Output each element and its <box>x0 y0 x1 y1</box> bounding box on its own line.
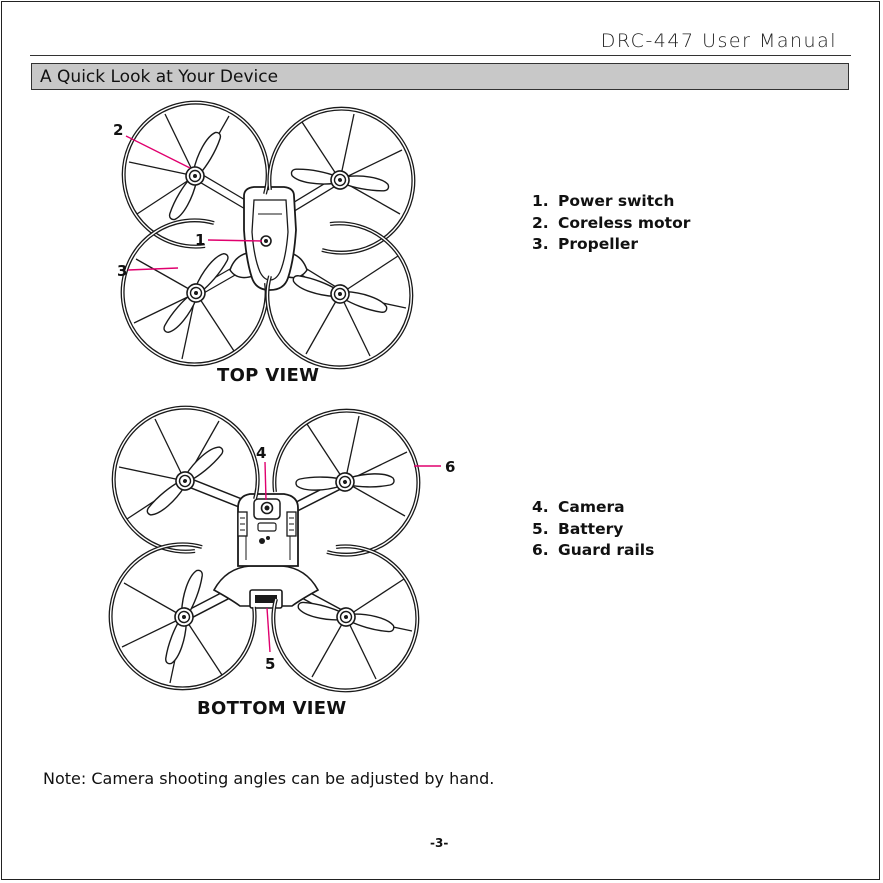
callout-number-1: 1 <box>195 231 205 249</box>
top-view-drone <box>123 103 414 368</box>
camera-note: Note: Camera shooting angles can be adju… <box>43 769 494 788</box>
top-view-label: TOP VIEW <box>217 365 319 386</box>
bottom-view-legend: 4.Camera 5.Battery 6.Guard rails <box>532 497 654 562</box>
top-view-legend: 1.Power switch 2.Coreless motor 3.Propel… <box>532 191 690 256</box>
callout-number-6: 6 <box>445 458 455 476</box>
legend-item: 1.Power switch <box>532 191 690 213</box>
callout-number-4: 4 <box>256 444 266 462</box>
callout-number-3: 3 <box>117 262 127 280</box>
callout-number-5: 5 <box>265 655 275 673</box>
bottom-view-label: BOTTOM VIEW <box>197 698 347 719</box>
callout-number-2: 2 <box>113 121 123 139</box>
legend-item: 3.Propeller <box>532 234 690 256</box>
legend-item: 6.Guard rails <box>532 540 654 562</box>
page-number: -3- <box>430 836 448 850</box>
legend-item: 5.Battery <box>532 519 654 541</box>
legend-item: 4.Camera <box>532 497 654 519</box>
legend-item: 2.Coreless motor <box>532 213 690 235</box>
